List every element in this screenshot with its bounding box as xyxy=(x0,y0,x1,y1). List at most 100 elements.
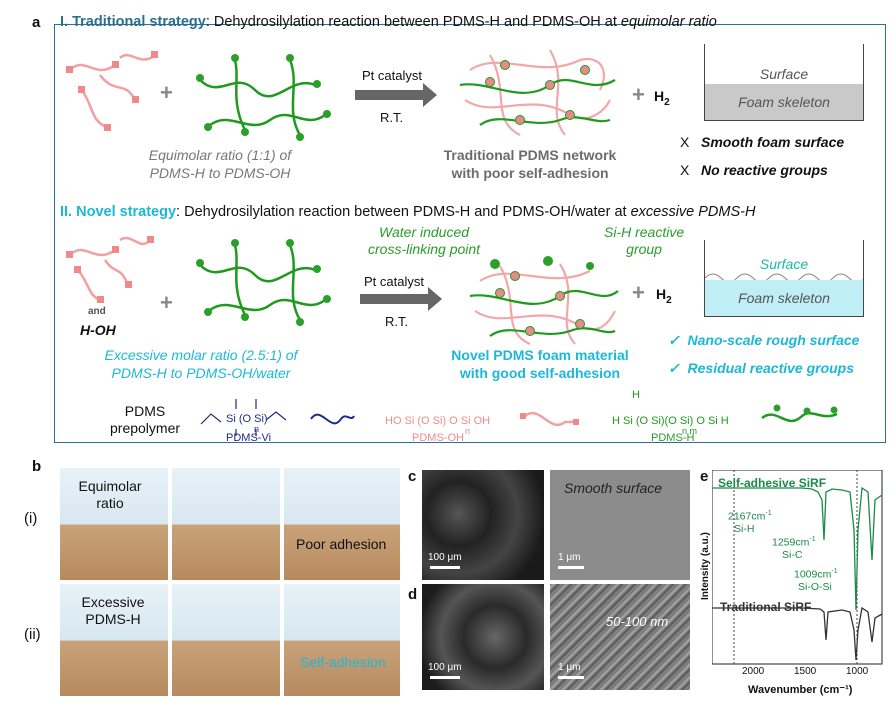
scale-bar-d2 xyxy=(558,676,584,679)
row-2-condition-line1: Excessive xyxy=(81,594,145,610)
novel-reaction-arrow xyxy=(360,287,442,311)
panel-b-label: b xyxy=(32,458,42,475)
novel-catalyst-label: Pt catalyst xyxy=(364,274,424,289)
x-tick-1000: 1000 xyxy=(846,666,869,677)
cross-mark-2: X xyxy=(680,162,690,178)
novel-rt-label: R.T. xyxy=(385,314,409,329)
water-crosslink-label: Water induced cross-linking point xyxy=(368,224,480,258)
traditional-network-line2: with poor self-adhesion xyxy=(451,165,609,181)
novel-surface-label: Surface xyxy=(759,256,809,272)
novel-network-diagram xyxy=(469,256,619,346)
sih-line1: Si-H reactive xyxy=(604,224,685,240)
series-label-traditional: Traditional SiRF xyxy=(720,600,812,614)
scale-bar-c2 xyxy=(558,566,584,569)
panel-c-label: c xyxy=(408,468,417,485)
traditional-drawback-2-text: No reactive groups xyxy=(701,162,828,178)
novel-h2-sub: 2 xyxy=(666,294,672,306)
panel-e-label: e xyxy=(700,468,709,485)
novel-skeleton-label: Foam skeleton xyxy=(738,290,830,306)
svg-text:n m: n m xyxy=(682,426,697,436)
annot-si-o-si-value: 1009cm xyxy=(794,568,832,581)
panel-a-label: a xyxy=(32,14,41,31)
sem-d-high-mag: 50-100 nm 1 μm xyxy=(550,584,690,690)
scale-bar-d1 xyxy=(430,676,460,679)
scale-label-c2: 1 μm xyxy=(558,552,581,563)
novel-heading-rest: : Dehydrosilylation reaction between PDM… xyxy=(176,204,631,220)
annot-si-c-value: 1259cm xyxy=(772,536,810,549)
check-mark-1: ✓ xyxy=(668,332,680,348)
annot-si-c: 1259cm-1 Si-C xyxy=(772,534,816,561)
annot-si-c-group: Si-C xyxy=(782,548,803,561)
svg-text:Si (O Si): Si (O Si) xyxy=(226,413,268,425)
sih-group-label: Si-H reactive group xyxy=(604,224,684,258)
photo-b-ii-3 xyxy=(284,584,400,696)
row-2-condition: Excessive PDMS-H xyxy=(70,594,156,628)
novel-ratio-line1: Excessive molar ratio (2.5:1) of xyxy=(104,347,298,363)
photo-b-ii-2 xyxy=(172,584,280,696)
scale-bar-c1 xyxy=(430,566,460,569)
water-line1: Water induced xyxy=(379,224,470,240)
svg-text:+: + xyxy=(160,290,173,315)
self-adhesive-spectrum xyxy=(712,486,883,611)
traditional-drawback-1-text: Smooth foam surface xyxy=(701,134,845,150)
novel-reactants-diagram: + xyxy=(66,236,331,326)
novel-foam-text: Novel PDMS foam material with good self-… xyxy=(440,346,640,382)
photo-b-i-1 xyxy=(60,468,168,580)
svg-text:HO Si (O Si) O Si OH: HO Si (O Si) O Si OH xyxy=(385,415,490,427)
pdms-oh-structure: HO Si (O Si) O Si OH n xyxy=(385,412,579,436)
sih-line2: group xyxy=(626,241,662,257)
traditional-reactants-diagram: + xyxy=(66,51,331,141)
scale-label-d2: 1 μm xyxy=(558,662,581,673)
sem-c-high-mag: Smooth surface 1 μm xyxy=(550,470,690,580)
traditional-drawback-1: X Smooth foam surface xyxy=(680,134,844,150)
traditional-plus: + xyxy=(632,82,645,107)
row-1-condition-line2: ratio xyxy=(96,495,124,511)
novel-heading-strong: II. Novel strategy xyxy=(60,204,177,220)
traditional-ratio-text: Equimolar ratio (1:1) of PDMS-H to PDMS-… xyxy=(100,146,340,182)
traditional-network-line1: Traditional PDMS network xyxy=(443,147,617,163)
novel-h2: H2 xyxy=(656,286,672,306)
traditional-ratio-line2: PDMS-H to PDMS-OH xyxy=(149,165,291,181)
svg-text:+: + xyxy=(160,80,173,105)
traditional-foam-skeleton-block: Foam skeleton xyxy=(705,84,863,120)
cross-mark-1: X xyxy=(680,134,690,150)
pdms-h-ends xyxy=(66,51,158,131)
traditional-heading-strong: I. Traditional strategy xyxy=(60,14,206,30)
svg-text:n: n xyxy=(465,426,470,436)
traditional-drawback-2: X No reactive groups xyxy=(680,162,828,178)
traditional-rt-label: R.T. xyxy=(380,110,404,125)
traditional-heading-rest: : Dehydrosilylation reaction between PDM… xyxy=(205,14,621,30)
sem-d-low-mag: 100 μm xyxy=(422,584,544,690)
e-xlabel: Wavenumber (cm⁻¹) xyxy=(748,684,853,696)
novel-foam-skeleton-block: Foam skeleton xyxy=(705,280,863,316)
traditional-network-text: Traditional PDMS network with poor self-… xyxy=(430,146,630,182)
row-1-result: Poor adhesion xyxy=(296,536,387,552)
svg-text:n: n xyxy=(254,424,259,434)
traditional-reaction-arrow xyxy=(355,83,437,107)
pdms-h-label: PDMS-H xyxy=(651,432,695,444)
roughness-caption: 50-100 nm xyxy=(606,614,669,629)
ftir-chart xyxy=(712,470,883,665)
novel-foam-line2: with good self-adhesion xyxy=(459,365,621,381)
photo-b-i-3 xyxy=(284,468,400,580)
traditional-skeleton-label: Foam skeleton xyxy=(738,94,830,110)
ftir-frame xyxy=(712,470,883,665)
annot-si-h-sup: -1 xyxy=(765,510,772,517)
e-ylabel: Intensity (a.u.) xyxy=(700,532,711,600)
photo-b-i-2 xyxy=(172,468,280,580)
prepolymer-line1: PDMS xyxy=(124,403,166,419)
traditional-h2: H2 xyxy=(654,88,670,108)
row-2-result: Self-adhesion xyxy=(300,654,386,670)
pdms-vi-structure: Si (O Si) n xyxy=(200,399,355,436)
panel-d-label: d xyxy=(408,586,418,603)
pdms-oh-chains xyxy=(199,59,326,136)
novel-surface-box: Surface Foam skeleton xyxy=(704,240,864,317)
pdms-oh-leaves xyxy=(196,54,331,141)
novel-plus: + xyxy=(632,280,645,305)
row-1-label: (i) xyxy=(24,510,38,527)
photo-b-ii-1 xyxy=(60,584,168,696)
traditional-surface-box: Surface Foam skeleton xyxy=(704,44,864,121)
novel-benefit-1: ✓ Nano-scale rough surface xyxy=(668,332,859,349)
annot-si-o-si: 1009cm-1 Si-O-Si xyxy=(794,566,838,593)
traditional-network-diagram xyxy=(459,49,616,136)
